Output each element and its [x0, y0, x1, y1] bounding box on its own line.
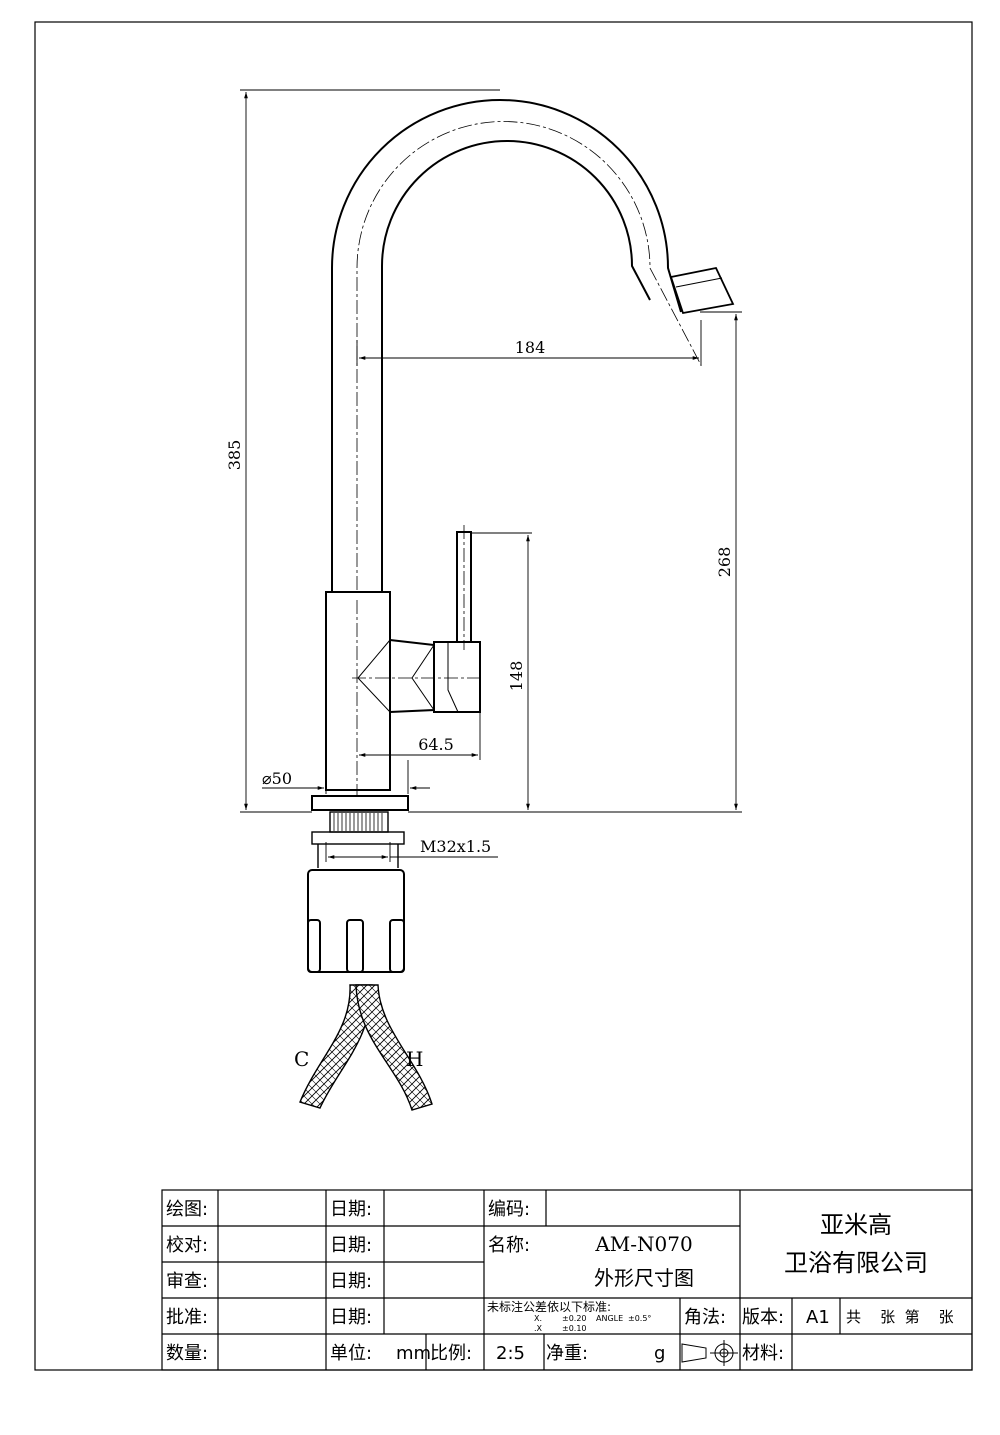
company-name-line2: 卫浴有限公司 — [784, 1249, 928, 1277]
dim-spout-height: 268 — [715, 547, 734, 578]
label-scale: 比例: — [430, 1343, 472, 1364]
tolerance-xx-value: ±0.10 — [562, 1324, 587, 1333]
version-value: A1 — [806, 1307, 830, 1328]
weight-unit: g — [654, 1343, 665, 1364]
sheet-info: 共 张 第 张 — [846, 1308, 954, 1326]
label-projection: 角法: — [684, 1307, 726, 1328]
tolerance-note: 未标注公差依以下标准: — [487, 1299, 611, 1314]
label-date-3: 日期: — [330, 1271, 372, 1292]
dim-handle-offset: 64.5 — [418, 735, 454, 754]
label-material: 材料: — [742, 1343, 784, 1364]
label-approved-by: 批准: — [166, 1307, 208, 1328]
label-version: 版本: — [742, 1307, 784, 1328]
dimension-lines — [240, 89, 742, 862]
drawing-border — [34, 21, 973, 1371]
braided-hoses — [299, 984, 433, 1111]
projection-symbol-icon — [681, 1340, 738, 1366]
tolerance-angle-value: ±0.5° — [628, 1314, 651, 1323]
company-name-line1: 亚米高 — [820, 1211, 892, 1239]
tolerance-x: X. — [534, 1314, 542, 1323]
label-date-1: 日期: — [330, 1199, 372, 1220]
label-date-4: 日期: — [330, 1307, 372, 1328]
faucet-outline — [307, 99, 735, 973]
dim-thread: M32x1.5 — [420, 837, 491, 856]
scale-value: 2:5 — [496, 1343, 525, 1364]
tolerance-x-value: ±0.20 — [562, 1314, 587, 1323]
label-quantity: 数量: — [166, 1343, 208, 1364]
center-lines — [352, 121, 702, 795]
dim-reach: 184 — [515, 338, 546, 357]
dim-total-height: 385 — [225, 440, 244, 471]
label-drawn-by: 绘图: — [166, 1199, 208, 1220]
dim-handle-height: 148 — [507, 661, 526, 692]
unit-value: mm — [396, 1343, 431, 1364]
hot-hose — [355, 984, 433, 1111]
product-code: AM-N070 — [594, 1232, 692, 1256]
cold-hose-label: C — [294, 1047, 309, 1071]
label-date-2: 日期: — [330, 1235, 372, 1256]
label-unit: 单位: — [330, 1343, 372, 1364]
label-reviewed-by: 审查: — [166, 1271, 208, 1292]
dim-base-diameter: ⌀50 — [262, 769, 292, 788]
tolerance-xx: .X — [534, 1324, 543, 1333]
label-checked-by: 校对: — [166, 1235, 208, 1256]
label-weight: 净重: — [546, 1343, 588, 1364]
tolerance-angle: ANGLE — [596, 1314, 623, 1323]
label-name: 名称: — [488, 1235, 530, 1256]
drawing-title: 外形尺寸图 — [594, 1266, 694, 1290]
title-block-grid — [161, 1189, 973, 1371]
label-code: 编码: — [488, 1199, 530, 1220]
thread-hatching — [333, 813, 383, 831]
hot-hose-label: H — [406, 1047, 423, 1071]
